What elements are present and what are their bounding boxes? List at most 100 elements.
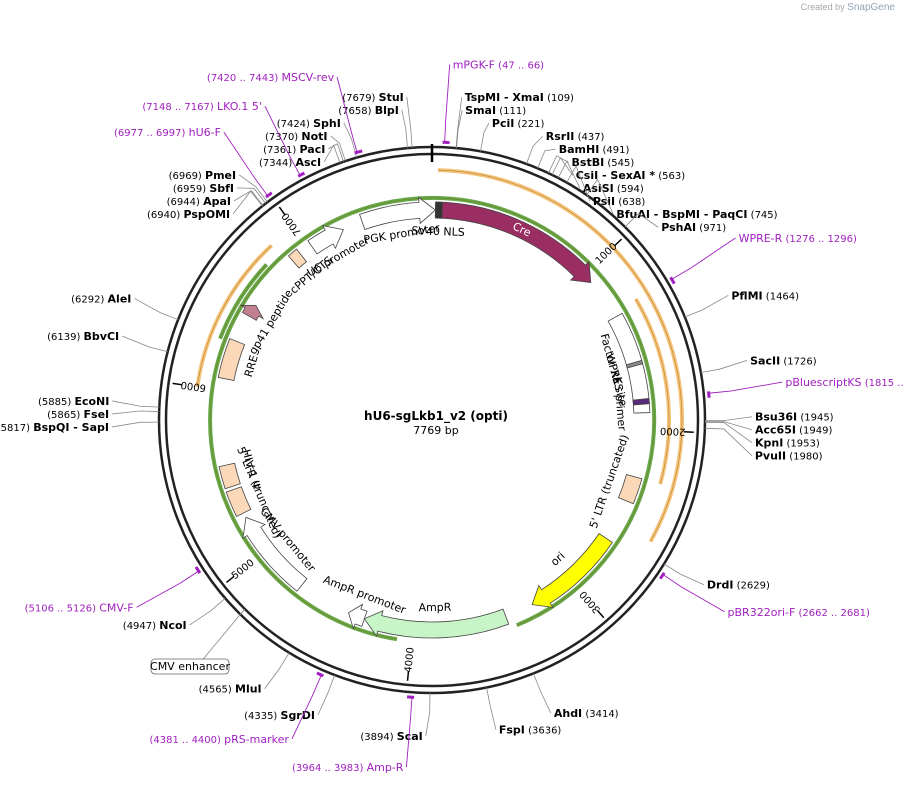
site-position: (109) <box>544 93 574 104</box>
site-label-apai: (6944) ApaI <box>167 195 231 208</box>
primer-leader-mscv-rev <box>336 76 358 152</box>
primer-name: LKO.1 5' <box>217 100 262 113</box>
feature-cmv-promoter <box>242 516 308 592</box>
site-label-sbfi: (6959) SbfI <box>173 182 234 195</box>
primer-layer: mPGK-F (47 .. 66)WPRE-R (1276 .. 1296)pB… <box>25 58 903 774</box>
site-name: SphI <box>313 117 341 130</box>
site-position: (6292) <box>71 294 107 305</box>
plasmid-name: hU6-sgLkb1_v2 (opti) <box>364 409 508 424</box>
site-label-sgrdi: (4335) SgrDI <box>244 709 315 722</box>
feature-pgk-promoter <box>359 196 437 230</box>
feature-cre <box>436 201 592 284</box>
primer-range: (7420 .. 7443) <box>207 73 282 84</box>
site-position: (1953) <box>783 439 820 450</box>
site-position: (638) <box>615 197 645 208</box>
site-label-econi: (5885) EcoNI <box>38 395 109 408</box>
site-label-rsrii: RsrII (437) <box>546 130 605 143</box>
site-leader-pflmi <box>684 294 729 318</box>
site-leader-paci <box>328 143 344 162</box>
primer-leader-hu6-f <box>223 131 268 196</box>
site-name: PshAI <box>661 221 696 234</box>
primer-range: (5106 .. 5126) <box>25 603 100 614</box>
site-position: (745) <box>747 210 777 221</box>
feature-ampr <box>363 608 510 639</box>
site-label-stui: (7679) StuI <box>342 91 404 104</box>
site-label-bbvci: (6139) BbvCI <box>47 330 119 343</box>
site-label-paci: (7361) PacI <box>263 143 325 156</box>
primer-range: (3964 .. 3983) <box>292 763 367 774</box>
primer-range: (1276 .. 1296) <box>782 234 857 245</box>
site-leader-bsu36i <box>704 416 753 422</box>
site-leader-bstbi <box>548 155 569 174</box>
snapgene-brand: SnapGene <box>847 2 895 13</box>
site-label-pmei: (6969) PmeI <box>169 169 237 182</box>
site-name: BbvCI <box>84 330 120 343</box>
site-name: RsrII <box>546 130 575 143</box>
site-label-fsei: (5865) FseI <box>47 408 109 421</box>
site-leader-csii-sexai <box>551 156 574 176</box>
feature-label-gp41-peptide: gp41 peptide <box>246 287 295 357</box>
primer-leader-wpre-r <box>672 237 736 280</box>
site-position: (4947) <box>123 621 159 632</box>
tick-label-6000: 6000 <box>180 379 207 393</box>
site-leader-asisi <box>557 160 581 189</box>
site-position: (971) <box>696 223 726 234</box>
site-label-fspi: FspI (3636) <box>499 724 562 737</box>
site-name: NcoI <box>159 619 186 632</box>
primer-range: (4381 .. 4400) <box>150 735 225 746</box>
primer-name: Amp-R <box>367 761 404 774</box>
primer-leader-pbr322ori-f <box>663 574 725 613</box>
primer-mark-lko-1-5 <box>297 171 306 178</box>
site-leader-psii <box>566 165 591 202</box>
site-position: (7679) <box>342 93 378 104</box>
site-position: (545) <box>604 158 634 169</box>
site-position: (4565) <box>199 685 235 696</box>
orf-arc-edge <box>438 169 683 542</box>
site-name: BfuAI - BspMI - PaqCI <box>616 208 747 221</box>
primer-leader-mpgk-f <box>444 64 451 142</box>
primer-leader-lko-1-5 <box>264 105 300 175</box>
primer-leader-prs-marker <box>291 675 322 740</box>
site-label-scai: (3894) ScaI <box>360 730 422 743</box>
site-name: BstBI <box>572 156 605 169</box>
site-position: (3414) <box>582 709 619 720</box>
feature-ori <box>531 532 613 608</box>
site-name: MluI <box>235 683 262 696</box>
site-name: AhdI <box>554 707 582 720</box>
site-name: CsiI - SexAI * <box>576 169 656 182</box>
primer-label-cmv-f: (5106 .. 5126) CMV-F <box>25 601 134 614</box>
site-label-bspqi-sapi: (5817) BspQI - SapI <box>0 421 109 434</box>
site-label-alei: (6292) AleI <box>71 292 131 305</box>
feature-sv40-nls <box>434 201 443 219</box>
primer-leader-amp-r <box>405 698 413 768</box>
site-leader-ahdi <box>533 673 552 714</box>
site-label-asisi: AsiSI (594) <box>583 182 644 195</box>
primer-label-prs-marker: (4381 .. 4400) pRS-marker <box>150 733 290 746</box>
site-label-blpi: (7658) BlpI <box>338 104 399 117</box>
site-leader-bspqi-sapi <box>111 421 160 428</box>
site-name: Acc65I <box>755 424 796 437</box>
tick-mark-6000 <box>172 382 183 386</box>
feature-wpre <box>607 312 651 414</box>
cmv-enhancer-box <box>150 658 230 675</box>
site-name: BlpI <box>375 104 399 117</box>
site-name: BspQI - SapI <box>33 421 109 434</box>
site-leader-apai <box>233 190 264 206</box>
primer-label-amp-r: (3964 .. 3983) Amp-R <box>292 761 404 774</box>
primer-label-wpre-r: WPRE-R (1276 .. 1296) <box>739 232 857 245</box>
site-leader-bfuai-bspmi-paqci <box>586 178 614 215</box>
site-name: EcoNI <box>74 395 109 408</box>
site-label-pvuii: PvuII (1980) <box>755 450 823 463</box>
site-leader-sbfi <box>237 187 266 204</box>
tick-mark-5000 <box>225 575 235 584</box>
primer-range: (2662 .. 2681) <box>795 608 870 619</box>
site-position: (7370) <box>265 132 301 143</box>
site-leader-pcii <box>480 123 490 152</box>
feature-cppt-cts <box>287 248 308 269</box>
site-position: (5865) <box>47 410 83 421</box>
site-position: (6139) <box>47 332 83 343</box>
primer-label-lko-1-5: (7148 .. 7167) LKO.1 5' <box>142 100 262 113</box>
created-by-text: Created by <box>800 2 845 12</box>
